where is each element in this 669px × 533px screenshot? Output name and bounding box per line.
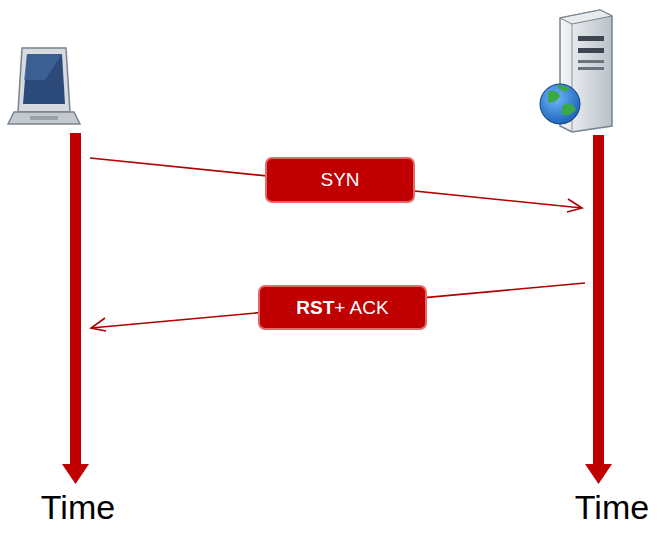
timeline (62, 133, 612, 484)
laptop-icon (8, 48, 80, 124)
message-arrow (90, 158, 585, 331)
time-label: Time (575, 488, 649, 527)
message-label: SYN (265, 157, 415, 203)
time-label: Time (41, 488, 115, 527)
server-icon (540, 10, 612, 132)
message-label: RST + ACK (258, 285, 427, 330)
